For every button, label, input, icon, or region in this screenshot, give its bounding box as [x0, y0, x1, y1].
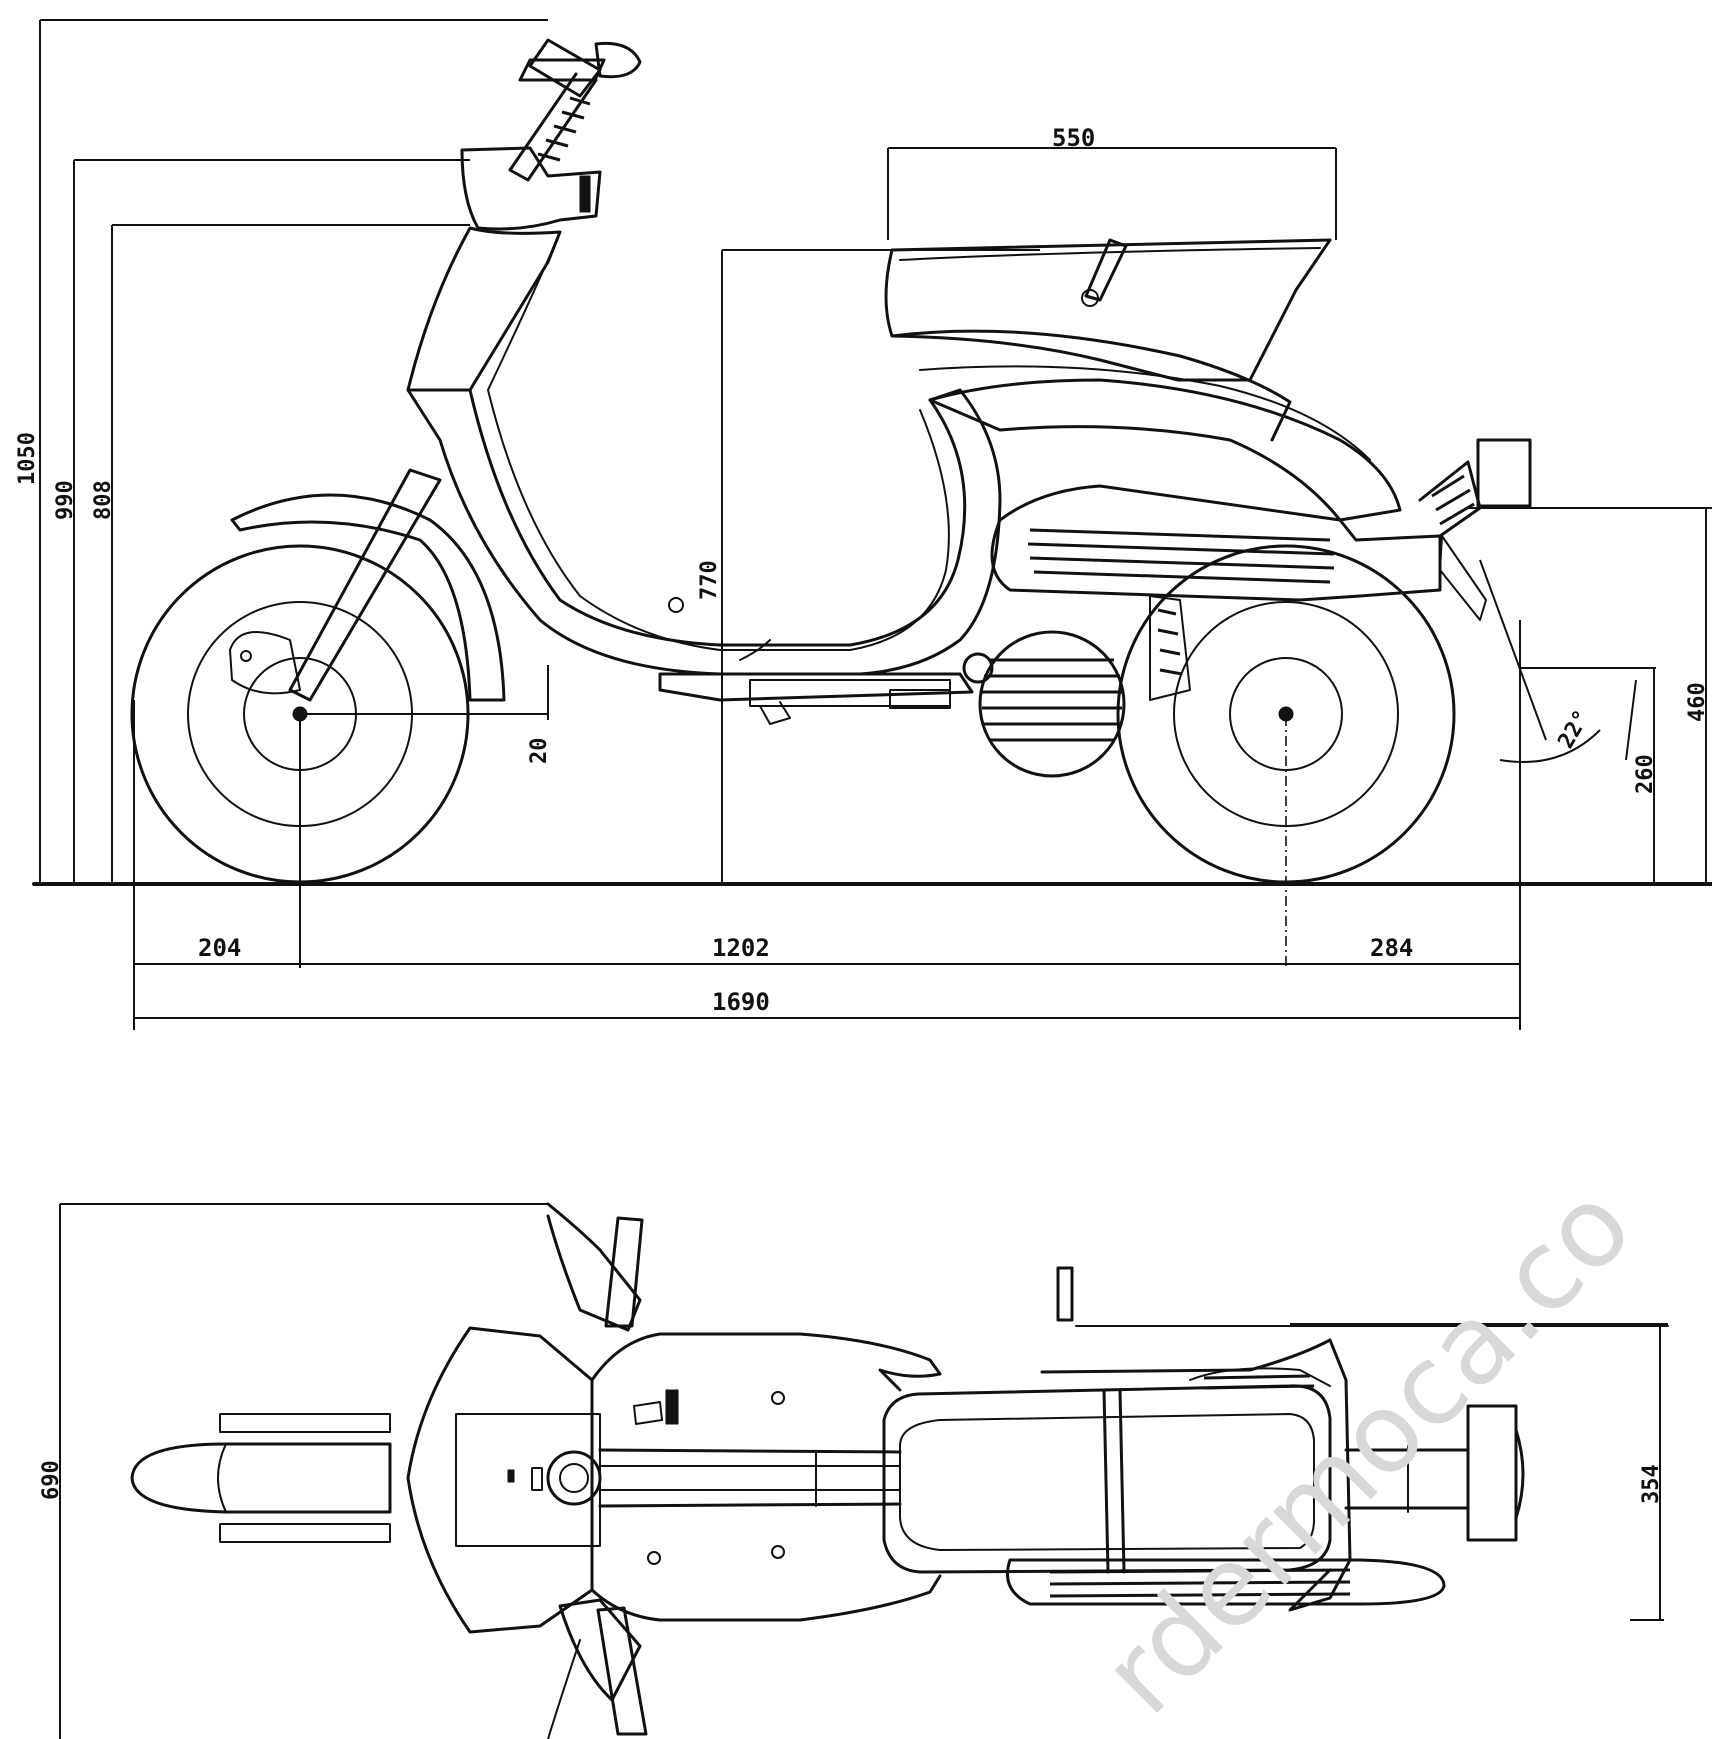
- top-view: 690 354: [39, 1202, 1669, 1739]
- top-handlebars: [546, 1202, 648, 1739]
- dim-front-overhang: 204: [198, 934, 241, 962]
- floorboard: [658, 672, 974, 702]
- dim-seat-height: 770: [697, 560, 722, 600]
- rear-rack: [1418, 438, 1532, 621]
- rear-body: [928, 378, 1402, 522]
- seat: [884, 238, 1332, 442]
- top-frame-spine: [598, 1448, 902, 1508]
- dim-wheelbase: 1202: [712, 934, 770, 962]
- dim-handlebar-height: 808: [91, 480, 116, 520]
- dim-ground-clearance: 20: [527, 738, 552, 765]
- top-legshield: [406, 1326, 594, 1634]
- front-fender: [230, 493, 506, 702]
- footrest: [749, 679, 951, 725]
- top-exhaust: [1006, 1558, 1446, 1606]
- height-dimension-lines: [39, 19, 548, 884]
- dim-mirror-height: 990: [53, 480, 78, 520]
- dim-rear-width: 354: [1639, 1464, 1664, 1504]
- side-view: 1050 990 808 770 550 204 1202 284 1690 2…: [15, 19, 1712, 1030]
- top-front-fender: [130, 1442, 392, 1514]
- ignition-lock: [546, 1450, 602, 1506]
- dim-seat-length: 550: [1052, 124, 1095, 152]
- dim-rear-rack-height: 460: [1685, 682, 1710, 722]
- dim-rear-height: 260: [1633, 754, 1658, 794]
- front-fork: [229, 468, 442, 702]
- dim-overall-height: 1050: [15, 432, 40, 485]
- handlebar-assembly: [460, 38, 642, 231]
- dim-overall-width: 690: [39, 1460, 64, 1500]
- dim-departure-angle: 22°: [1554, 706, 1596, 753]
- dim-overall-length: 1690: [712, 988, 770, 1016]
- length-dimension-lines: [133, 620, 1521, 1030]
- watermark: rdermoca.co: [1078, 1161, 1656, 1739]
- dim-rear-overhang: 284: [1370, 934, 1413, 962]
- engine: [962, 484, 1442, 778]
- top-tail-light: [1344, 1404, 1525, 1542]
- front-wheel: [130, 544, 549, 884]
- legshield: [406, 226, 562, 392]
- top-floorboard: [590, 1332, 942, 1622]
- rear-wheel: [1116, 544, 1456, 884]
